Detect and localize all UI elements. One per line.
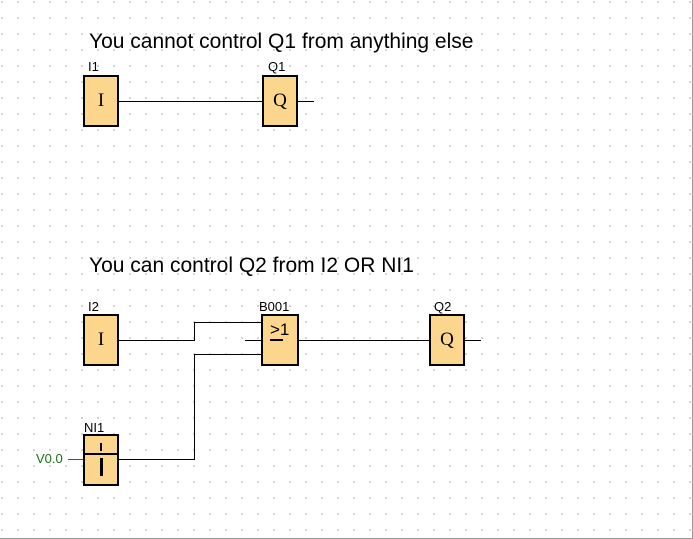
or-input-stub-1 (245, 322, 262, 323)
block-glyph-q2: Q (440, 329, 454, 350)
or-input-stub-2 (245, 340, 262, 341)
block-label-q1: Q1 (268, 59, 286, 74)
or-gate-icon: >1 (270, 320, 296, 349)
wire-i2-seg-h2 (194, 322, 262, 323)
wire-i2-seg-v (194, 322, 195, 341)
wire-q1-output-stub (298, 101, 314, 102)
block-label-ni1: NI1 (84, 420, 105, 435)
wire-ni1-seg-v (194, 354, 195, 460)
wire-ni1-seg-h2 (194, 354, 262, 355)
wire-ni1-seg-h1 (119, 459, 195, 460)
wire-ni1-tag-link (68, 459, 83, 460)
block-b001-or-gate[interactable]: >1 (261, 314, 299, 366)
block-glyph-i1: I (97, 90, 105, 111)
wire-i1-to-q1 (119, 101, 262, 102)
wire-q2-output-stub (465, 340, 481, 341)
tag-ni1-address: V0.0 (36, 451, 63, 466)
block-i2[interactable]: I (83, 314, 119, 366)
block-ni1[interactable] (83, 434, 119, 486)
section-1-heading: You cannot control Q1 from anything else (89, 30, 474, 53)
block-q2[interactable]: Q (429, 314, 465, 366)
block-glyph-q1: Q (273, 90, 287, 111)
block-label-q2: Q2 (434, 299, 452, 314)
wire-b001-to-q2 (299, 340, 429, 341)
network-input-icon (84, 436, 118, 484)
section-2-heading: You can control Q2 from I2 OR NI1 (89, 254, 414, 277)
block-label-b001: B001 (259, 299, 290, 314)
block-label-i1: I1 (88, 59, 99, 74)
block-i1[interactable]: I (83, 75, 119, 127)
or-input-stub-3 (245, 354, 262, 355)
block-label-i2: I2 (88, 299, 99, 314)
or-gate-symbol: >1 (270, 320, 290, 339)
block-q1[interactable]: Q (262, 75, 298, 127)
wire-i2-seg-h1 (119, 340, 194, 341)
block-glyph-i2: I (97, 329, 105, 350)
